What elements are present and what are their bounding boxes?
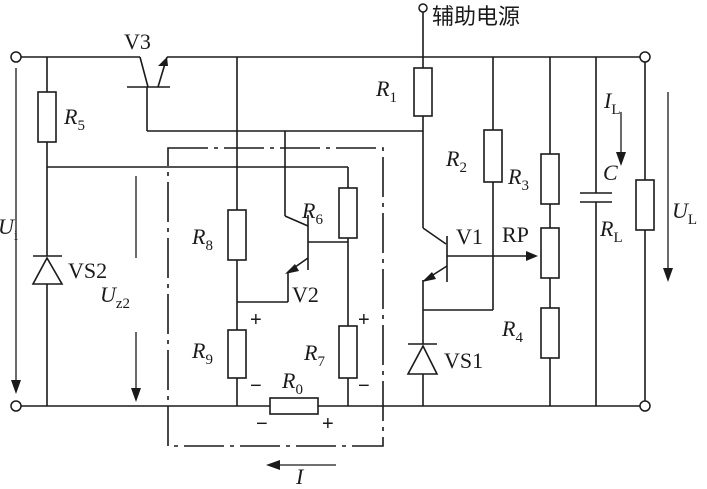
label-r8: R8 xyxy=(191,224,213,254)
label-rl: RL xyxy=(599,216,623,246)
label-rp: RP xyxy=(502,222,529,247)
control-block xyxy=(167,57,384,447)
label-uz2: Uz2 xyxy=(100,282,130,312)
label-vs2: VS2 xyxy=(68,258,107,283)
resistor-r0 xyxy=(269,397,319,415)
sign-minus-r9: − xyxy=(250,375,262,397)
sign-plus-r9: + xyxy=(250,309,262,331)
label-il: IL xyxy=(603,88,621,118)
resistor-r3 xyxy=(540,153,560,205)
label-r3: R3 xyxy=(507,164,529,194)
label-r7: R7 xyxy=(303,340,325,370)
label-i: I xyxy=(295,464,305,489)
label-r9: R9 xyxy=(191,338,213,368)
output-terminal-top xyxy=(639,51,651,63)
label-r5: R5 xyxy=(63,104,85,134)
branch-r5-vs2 xyxy=(31,57,349,406)
label-r2: R2 xyxy=(445,146,467,176)
label-r4: R4 xyxy=(501,316,523,346)
resistor-r9 xyxy=(227,329,247,379)
label-ui: Ui xyxy=(0,214,18,244)
resistor-r7 xyxy=(338,325,358,379)
resistor-r4 xyxy=(540,307,560,359)
label-v3: V3 xyxy=(124,29,151,54)
sign-plus-r0: + xyxy=(322,413,334,435)
input-terminal-bottom xyxy=(10,400,22,412)
branch-r1-v1 xyxy=(406,12,538,406)
label-v1: V1 xyxy=(456,224,483,249)
voltage-current-arrows xyxy=(11,68,673,470)
sign-minus-r7: − xyxy=(358,375,370,397)
label-r0: R0 xyxy=(281,368,303,398)
aux-power-label: 辅助电源 xyxy=(432,5,520,30)
capacitor-c xyxy=(580,57,612,406)
load-rl xyxy=(635,62,655,401)
resistor-r6 xyxy=(338,187,358,239)
resistor-r1 xyxy=(413,67,433,117)
resistor-r2 xyxy=(483,129,503,183)
label-r6: R6 xyxy=(301,198,323,228)
divider-r3-rp-r4 xyxy=(540,57,560,406)
input-terminal-top xyxy=(10,51,22,63)
sign-minus-r0: − xyxy=(256,413,268,435)
output-terminal-bottom xyxy=(639,400,651,412)
aux-power-terminal xyxy=(418,3,428,13)
sign-plus-r7: + xyxy=(358,309,370,331)
resistor-rl xyxy=(635,179,655,231)
potentiometer-rp xyxy=(540,227,560,279)
label-vs1: VS1 xyxy=(444,348,483,373)
resistor-r5 xyxy=(37,91,57,143)
label-r1: R1 xyxy=(375,76,397,106)
label-v2: V2 xyxy=(292,282,319,307)
label-ul: UL xyxy=(672,198,697,228)
label-c: C xyxy=(603,160,618,185)
resistor-r8 xyxy=(227,209,247,261)
